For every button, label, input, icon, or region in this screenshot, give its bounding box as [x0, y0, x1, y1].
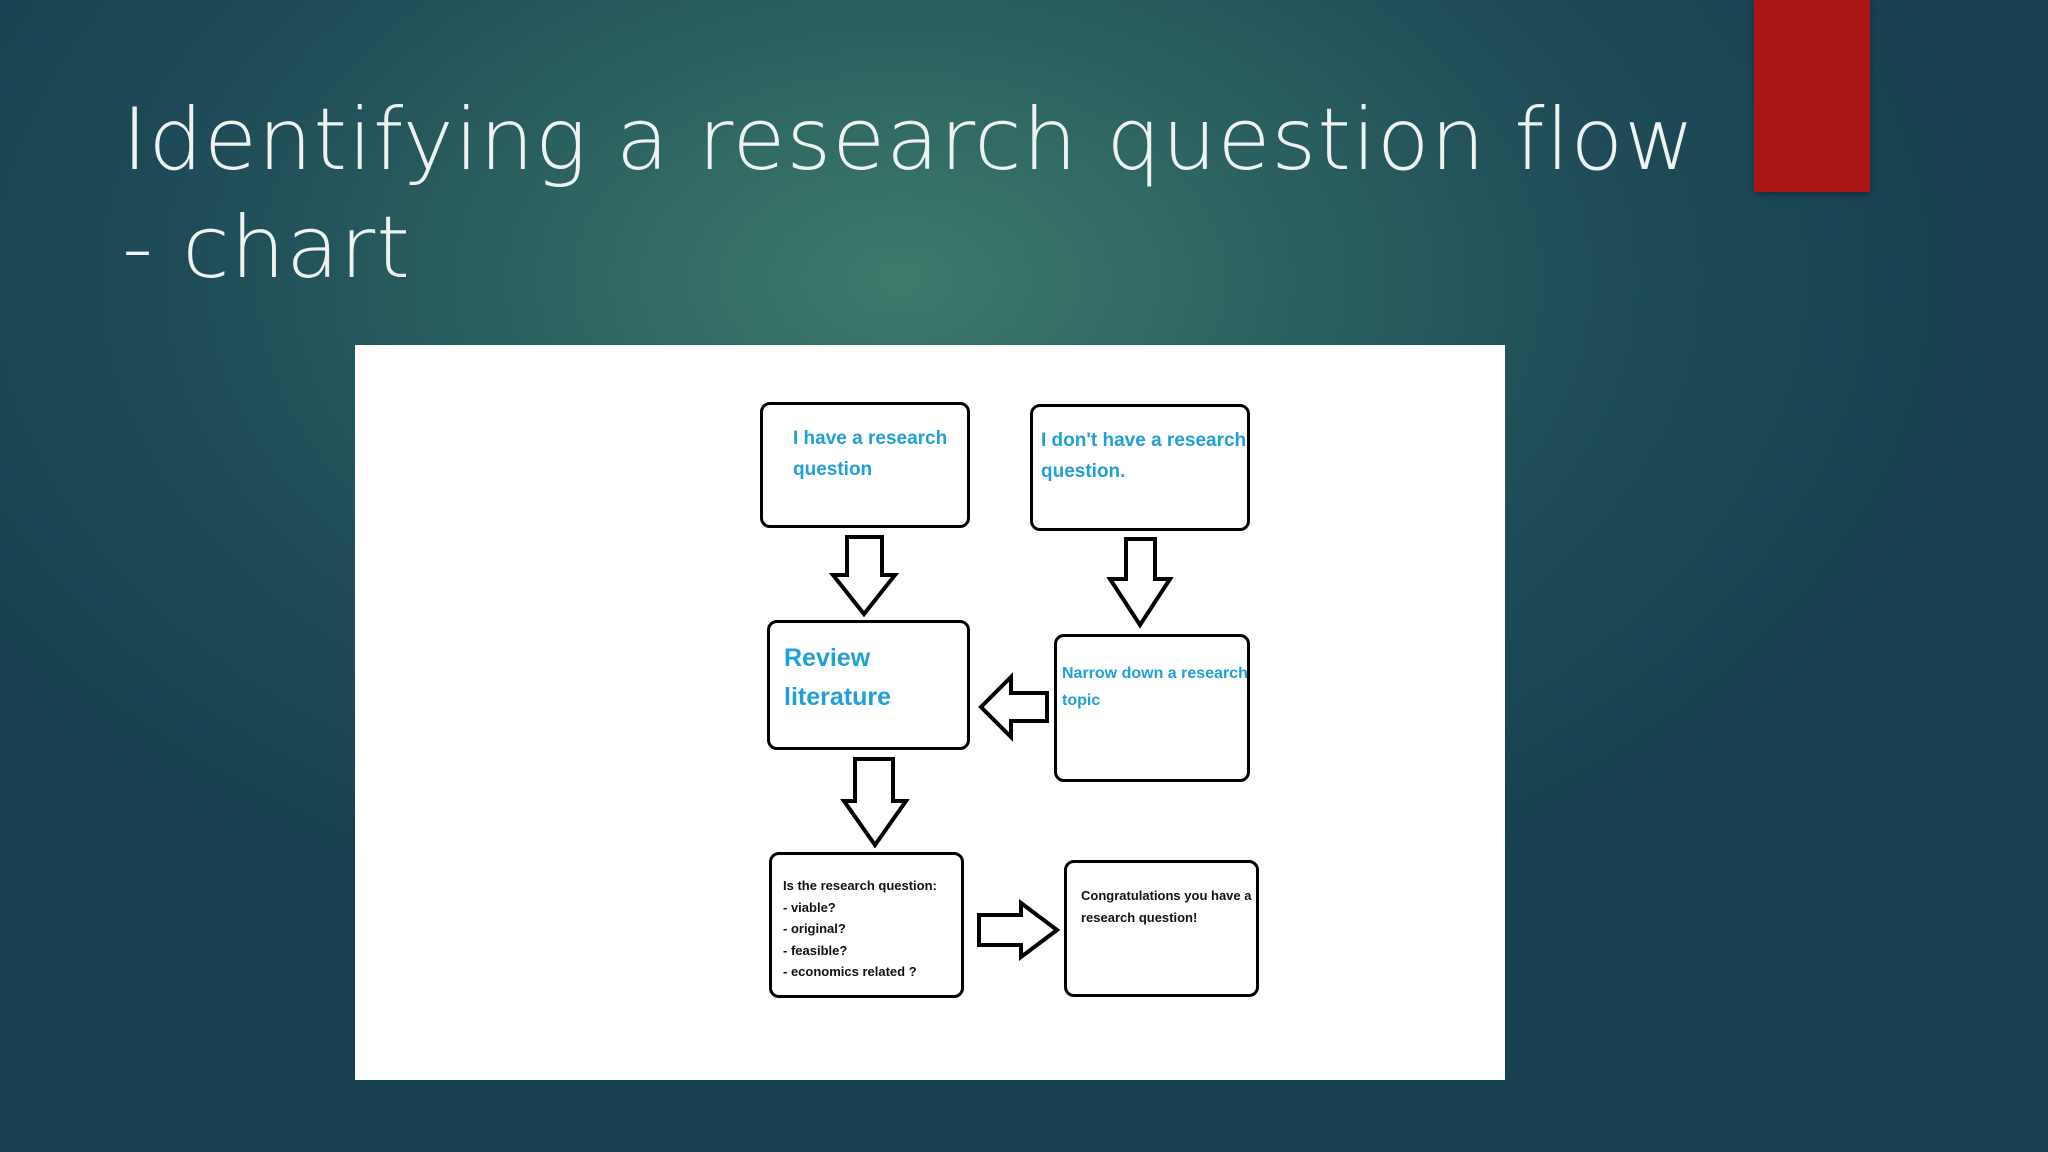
slide-title: Identifying a research question flow - c… [122, 86, 1722, 302]
flowchart-arrows [828, 535, 1174, 961]
node-no-research-question-label: I don't have a research question. [1041, 425, 1246, 487]
node-checklist-item: - original? [783, 921, 846, 936]
node-checklist-label: Is the research question: - viable? - or… [783, 875, 937, 983]
slide-title-line-2: - chart [122, 198, 411, 298]
node-narrow-topic: Narrow down a research topic [1054, 634, 1250, 782]
node-have-research-question-line-2: question [793, 459, 873, 480]
node-review-literature: Review literature [767, 620, 970, 750]
node-have-research-question-line-1: I have a research [793, 428, 948, 449]
arrow-left-narrow-to-review-shape [978, 672, 1049, 742]
node-checklist-item: - viable? [783, 899, 836, 915]
arrow-down-review-to-checklist [840, 757, 910, 849]
node-congratulations: Congratulations you have a research ques… [1064, 860, 1259, 997]
flowchart-panel: I have a research question I don't have … [355, 345, 1505, 1080]
node-no-research-question-line-2: question. [1041, 461, 1126, 482]
node-review-literature-line-1: Review [784, 644, 871, 672]
node-congratulations-line-1: Congratulations you have a [1081, 888, 1252, 903]
node-narrow-topic-line-1: Narrow down a research [1062, 665, 1248, 682]
node-congratulations-label: Congratulations you have a research ques… [1081, 885, 1251, 928]
arrow-down-noquestion-to-narrow [1106, 537, 1174, 629]
node-narrow-topic-label: Narrow down a research topic [1062, 660, 1248, 714]
node-narrow-topic-line-2: topic [1062, 692, 1101, 709]
node-checklist-heading: Is the research question: [783, 878, 937, 893]
node-review-literature-line-2: literature [784, 683, 891, 711]
arrow-down-have-to-review [828, 535, 900, 618]
node-have-research-question: I have a research question [760, 402, 970, 528]
node-checklist: Is the research question: - viable? - or… [769, 852, 964, 998]
node-checklist-item: - economics related ? [783, 964, 917, 979]
accent-bar [1754, 0, 1870, 192]
node-congratulations-line-2: research question! [1081, 909, 1198, 925]
node-no-research-question-line-1: I don't have a research [1041, 430, 1247, 451]
arrow-right-checklist-to-congrats [977, 899, 1061, 961]
slide-title-line-1: Identifying a research question flow [122, 90, 1696, 190]
node-have-research-question-label: I have a research question [793, 423, 947, 485]
node-no-research-question: I don't have a research question. [1030, 404, 1250, 531]
node-review-literature-label: Review literature [784, 639, 891, 717]
node-checklist-item: - feasible? [783, 942, 848, 958]
